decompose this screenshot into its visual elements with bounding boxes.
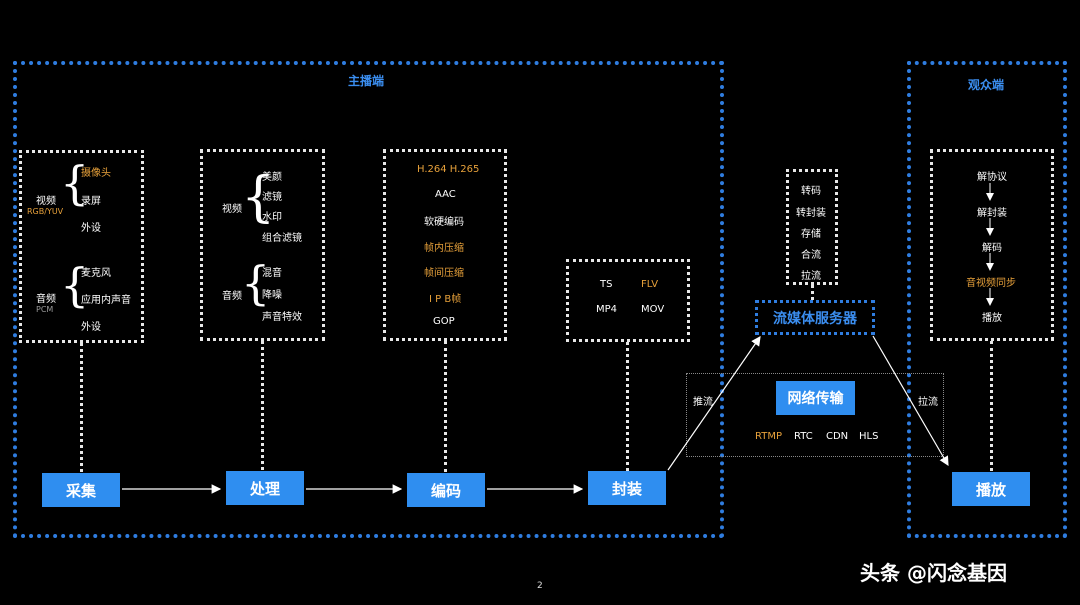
protocol-item: RTMP (755, 431, 782, 442)
encode-item: GOP (433, 316, 455, 327)
process-video-item: 美颜 (262, 172, 282, 183)
capture-video-format: RGB/YUV (27, 207, 64, 216)
protocol-item: HLS (859, 431, 879, 442)
capture-audio-label: 音频 (36, 294, 56, 305)
capture-video-item: 录屏 (81, 196, 101, 207)
server-connector (811, 285, 814, 300)
viewer-region-title: 观众端 (968, 78, 1005, 92)
mux-item: TS (600, 279, 613, 290)
process-video-brace: { (241, 165, 276, 228)
stage-mux: 封装 (588, 471, 666, 505)
protocol-item: RTC (794, 431, 813, 442)
player-step: 解协议 (977, 172, 1007, 183)
encode-item: 帧间压缩 (424, 268, 464, 279)
encode-item: I P B帧 (429, 294, 462, 305)
player-step: 音视频同步 (966, 278, 1016, 289)
anchor-region-title: 主播端 (348, 74, 385, 88)
player-step: 解码 (982, 243, 1002, 254)
push-stream-label: 推流 (693, 397, 713, 408)
capture-audio-brace: { (60, 258, 90, 312)
stage-capture: 采集 (42, 473, 120, 507)
encode-item: 软硬编码 (424, 217, 464, 228)
capture-panel (19, 150, 144, 343)
arrow-mux-server (667, 336, 761, 471)
viewer-region (907, 61, 1067, 538)
streaming-server-box: 流媒体服务器 (755, 300, 875, 335)
capture-audio-item: 应用内声音 (81, 295, 131, 306)
process-connector (261, 341, 264, 470)
process-audio-brace: { (241, 256, 271, 310)
player-step: 播放 (982, 313, 1002, 324)
pull-stream-label: 拉流 (918, 397, 938, 408)
capture-connector (80, 343, 83, 472)
arrow-server-player (872, 335, 949, 467)
stage-play: 播放 (952, 472, 1030, 506)
process-video-label: 视频 (222, 204, 242, 215)
encode-panel (383, 149, 507, 341)
capture-audio-item: 外设 (81, 322, 101, 333)
server-item: 转封装 (796, 208, 826, 219)
anchor-region (13, 61, 724, 538)
capture-audio-item: 麦克风 (81, 268, 111, 279)
network-transport-box: 网络传输 (776, 381, 855, 415)
process-audio-item: 声音特效 (262, 312, 302, 323)
stage-encode: 编码 (407, 473, 485, 507)
process-audio-item: 降噪 (262, 290, 282, 301)
process-panel (200, 149, 325, 341)
server-item: 合流 (801, 250, 821, 261)
process-audio-label: 音频 (222, 291, 242, 302)
mux-panel (566, 259, 690, 342)
capture-audio-format: PCM (36, 305, 54, 314)
encode-item: H.264 H.265 (417, 164, 480, 175)
mux-item: FLV (641, 279, 659, 290)
process-audio-item: 混音 (262, 268, 282, 279)
process-video-item: 水印 (262, 212, 282, 223)
capture-video-label: 视频 (36, 196, 56, 207)
mux-item: MOV (641, 304, 665, 315)
capture-video-item: 外设 (81, 223, 101, 234)
player-panel (930, 149, 1054, 341)
process-video-item: 滤镜 (262, 192, 282, 203)
capture-video-brace: { (60, 156, 90, 210)
watermark: 头条 @闪念基因 (860, 561, 1007, 585)
capture-video-item: 摄像头 (81, 168, 111, 179)
server-item: 转码 (801, 186, 821, 197)
encode-item: AAC (435, 189, 456, 200)
protocol-item: CDN (826, 431, 849, 442)
player-connector (990, 341, 993, 471)
server-item: 拉流 (801, 271, 821, 282)
mux-item: MP4 (596, 304, 618, 315)
encode-connector (444, 341, 447, 472)
process-video-item: 组合滤镜 (262, 233, 302, 244)
encode-item: 帧内压缩 (424, 243, 464, 254)
stage-process: 处理 (226, 471, 304, 505)
server-item: 存储 (801, 229, 821, 240)
network-box (686, 373, 944, 457)
player-step: 解封装 (977, 208, 1007, 219)
server-panel (786, 169, 838, 285)
page-number: 2 (537, 581, 543, 591)
mux-connector (626, 342, 629, 471)
